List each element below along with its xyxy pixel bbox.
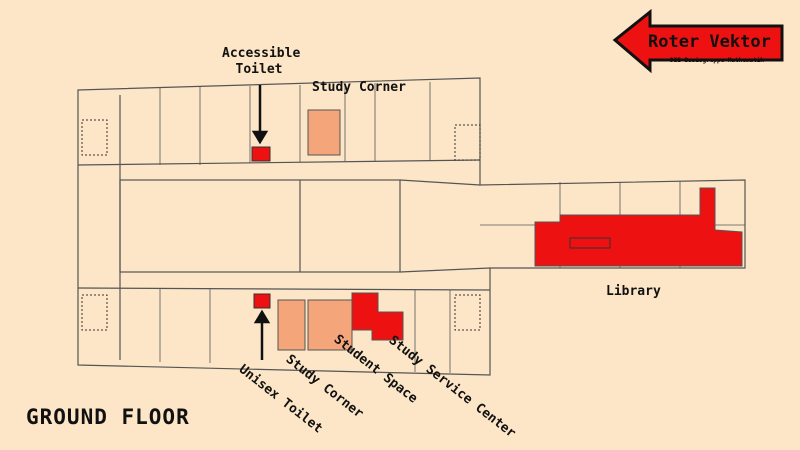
label-library: Library bbox=[606, 284, 661, 299]
pointer-arrows bbox=[251, 85, 271, 360]
courtyard bbox=[119, 179, 401, 273]
label-accessible-toilet: Accessible Toilet bbox=[222, 46, 301, 77]
study-corner-top-area bbox=[307, 109, 341, 156]
library-area bbox=[534, 187, 743, 267]
study-corner-bottom-area bbox=[277, 299, 306, 351]
logo-subtitle: DIE Basisgruppe Mathematik bbox=[670, 57, 764, 64]
roter-vektor-logo bbox=[612, 8, 784, 74]
floor-title: GROUND FLOOR bbox=[26, 405, 190, 429]
student-space-area bbox=[307, 299, 353, 351]
accessible-toilet-area bbox=[251, 146, 271, 162]
unisex-toilet-area bbox=[253, 293, 271, 309]
label-study-corner-top: Study Corner bbox=[312, 80, 406, 95]
stairs bbox=[81, 119, 481, 331]
main-building-outline bbox=[77, 77, 746, 376]
study-service-center-area bbox=[351, 292, 404, 341]
logo-title: Roter Vektor bbox=[648, 32, 771, 52]
